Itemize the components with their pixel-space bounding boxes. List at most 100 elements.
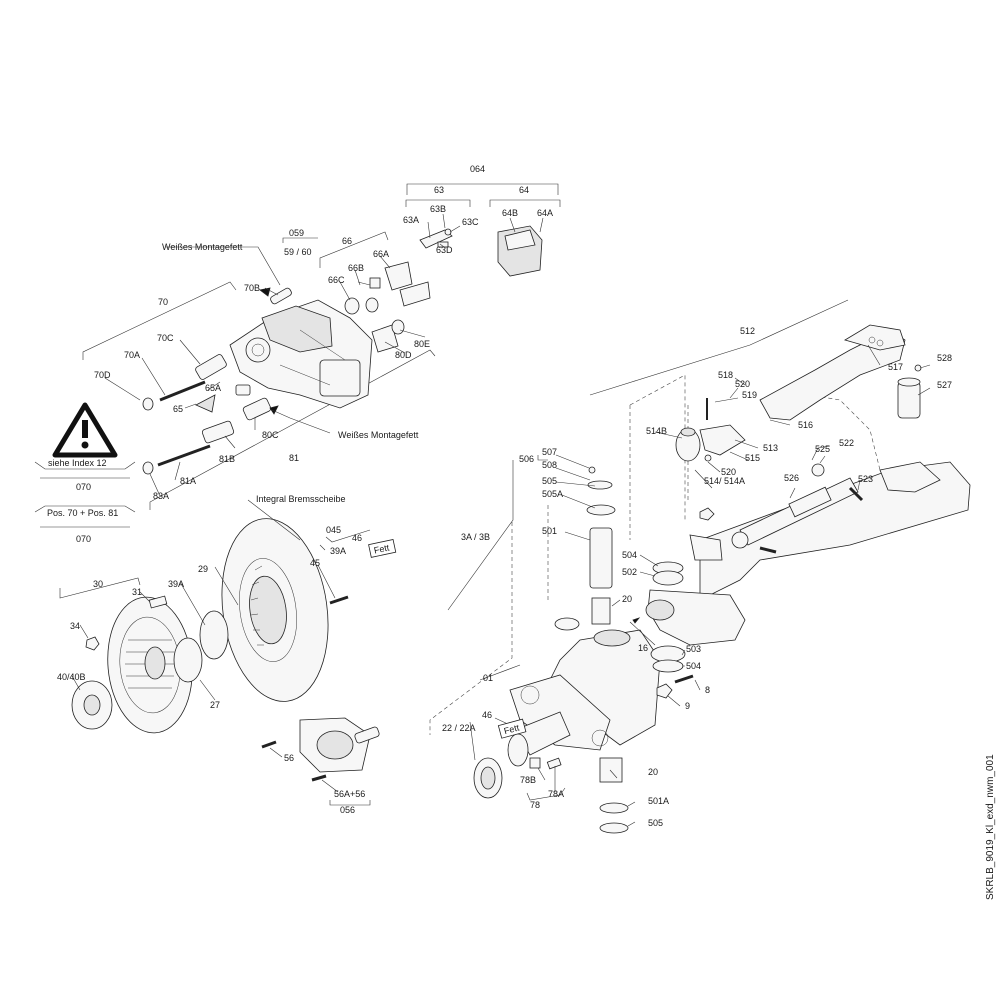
cap-505 (587, 480, 613, 490)
label-070a: 070 (76, 482, 91, 492)
seal-501a (599, 802, 629, 814)
label-39a-top: 39A (330, 546, 346, 556)
label-81: 81 (289, 453, 299, 463)
cap-505-lower (599, 822, 629, 834)
label-63b: 63B (430, 204, 446, 214)
label-66c: 66C (328, 275, 345, 285)
label-46a: 46 (352, 533, 362, 543)
nut-34 (85, 636, 100, 651)
washer-70d (142, 397, 154, 411)
cap-65 (195, 394, 216, 413)
label-81a: 81A (180, 476, 196, 486)
ring-66c (344, 297, 360, 315)
label-83a: 83A (153, 491, 169, 501)
ring-66c-b (365, 297, 379, 313)
king-pin-501 (589, 527, 613, 589)
label-505b: 505 (648, 818, 663, 828)
label-504b: 504 (686, 661, 701, 671)
bearing-27 (173, 637, 203, 683)
label-501: 501 (542, 526, 557, 536)
pin-70b (270, 287, 292, 305)
label-504a: 504 (622, 550, 637, 560)
pin-63c (444, 228, 452, 236)
label-78b: 78B (520, 775, 536, 785)
label-516: 516 (798, 420, 813, 430)
label-528: 528 (937, 353, 952, 363)
sleeve-81b (201, 420, 235, 444)
seal-65a (235, 384, 251, 396)
label-65a: 65A (205, 383, 221, 393)
screw-45 (329, 595, 349, 605)
nut-520 (704, 454, 712, 462)
label-8: 8 (705, 685, 710, 695)
label-70a: 70A (124, 350, 140, 360)
label-519: 519 (742, 390, 757, 400)
fett-tag-2: Fett (497, 718, 527, 739)
brake-disc-hub-assembly (59, 499, 371, 734)
axle-tie-rod-assembly (589, 299, 971, 646)
clip-63d (437, 241, 449, 248)
label-525: 525 (815, 444, 830, 454)
part-labels: 064 63 64 63B 63A 63C 63D 64B 64A 059 59… (47, 164, 952, 828)
fett-tag-1-text: Fett (373, 542, 391, 555)
label-64b: 64B (502, 208, 518, 218)
bolt-8 (674, 674, 694, 684)
label-501a: 501A (648, 796, 669, 806)
boot-66a-b (399, 281, 431, 307)
pin-78a (546, 757, 562, 770)
label-506: 506 (519, 454, 534, 464)
pin-78b (529, 757, 541, 769)
label-514b: 514B (646, 426, 667, 436)
label-520a: 520 (735, 379, 750, 389)
label-80e: 80E (414, 339, 430, 349)
label-526: 526 (784, 473, 799, 483)
caliper-housing (319, 359, 361, 397)
label-63a: 63A (403, 215, 419, 225)
bolt-81a (157, 444, 211, 467)
label-78: 78 (530, 800, 540, 810)
label-29: 29 (198, 564, 208, 574)
sensor-bracket-56 (261, 717, 380, 806)
fett-tag-2-text: Fett (503, 722, 521, 736)
label-16: 16 (638, 643, 648, 653)
bushing-525 (811, 463, 825, 477)
clamp-515 (699, 424, 746, 456)
label-64: 64 (519, 185, 529, 195)
sleeve-80c (242, 397, 272, 421)
label-059: 059 (289, 228, 304, 238)
label-527: 527 (937, 380, 952, 390)
note-see-index: siehe Index 12 (48, 458, 107, 468)
label-66b: 66B (348, 263, 364, 273)
note-grease-top: Weißes Montagefett (162, 242, 243, 252)
label-66: 66 (342, 236, 352, 246)
bushing-20 (591, 597, 611, 625)
label-522: 522 (839, 438, 854, 448)
see-index-bracket (34, 461, 136, 470)
label-56: 56 (284, 753, 294, 763)
label-80d: 80D (395, 350, 412, 360)
bolt-70a (159, 380, 206, 402)
label-503: 503 (686, 644, 701, 654)
label-22-22a: 22 / 22A (442, 723, 476, 733)
label-9: 9 (685, 701, 690, 711)
caliper-bridge (261, 305, 333, 353)
tie-rod-512 (759, 329, 906, 421)
warning-icon (52, 402, 118, 458)
steering-knuckle-assembly (429, 454, 701, 834)
boot-66a (384, 261, 413, 291)
label-30: 30 (93, 579, 103, 589)
nipple-507 (588, 466, 596, 474)
label-505a: 505 (542, 476, 557, 486)
label-66a: 66A (373, 249, 389, 259)
ring-80e (391, 319, 405, 335)
washer-83a (142, 461, 154, 475)
label-514: 514/ 514A (704, 476, 745, 486)
label-01: 01 (483, 673, 493, 683)
label-512: 512 (740, 326, 755, 336)
label-520b: 520 (721, 467, 736, 477)
note-grease-bottom: Weißes Montagefett (338, 430, 419, 440)
label-70: 70 (158, 297, 168, 307)
drawing-id: SKRLB_9019_Kl_exd_nwm_001 (985, 754, 996, 900)
label-81b: 81B (219, 454, 235, 464)
